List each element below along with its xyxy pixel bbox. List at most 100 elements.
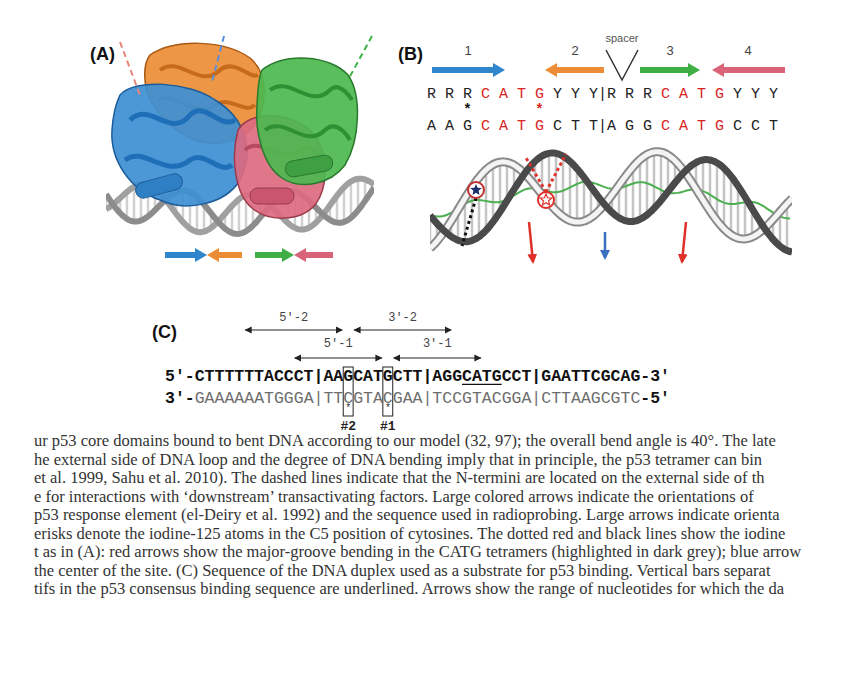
iodine-marker	[468, 182, 554, 208]
dna-helix	[430, 152, 792, 252]
base-pair	[660, 152, 663, 200]
range-arrow	[295, 357, 382, 358]
sequence-segment: R R R	[427, 86, 472, 103]
caption-line: et al. 1999, Sahu et al. 2010). The dash…	[34, 469, 765, 488]
sequence-row: A A G C A T G C T T|A G G C A T G C C T	[427, 118, 778, 135]
range-arrow	[394, 357, 481, 358]
illustration-part	[207, 248, 242, 262]
illustration-part	[540, 194, 551, 205]
illustration-part	[120, 42, 140, 95]
illustration-part	[284, 154, 334, 178]
illustration-part	[165, 248, 207, 262]
panel-letter: (A)	[90, 44, 115, 65]
caption-line: erisks denote the iodine-125 atoms in th…	[34, 525, 785, 544]
dna-strand	[430, 153, 792, 252]
base-pair	[492, 165, 495, 222]
sequence-segment: C A T G	[661, 118, 724, 135]
illustration-part	[270, 86, 352, 100]
spacer-label: spacer	[605, 32, 638, 45]
sequence-row: R R R C A T G Y Y Y|R R R C A T G Y Y Y	[427, 86, 778, 103]
illustration-part	[640, 63, 700, 77]
sequence-segment: C A T G	[481, 118, 544, 135]
caption-line: ur p53 core domains bound to bent DNA ac…	[34, 432, 776, 451]
iodine-asterisk: *	[535, 102, 543, 118]
range-label: 3'-2	[388, 312, 417, 326]
sequence-segment: Y Y Y	[733, 86, 778, 103]
illustration-part	[112, 84, 247, 206]
base-pair	[632, 167, 635, 221]
illustration-part	[294, 248, 333, 262]
strand-end: 3'-	[165, 390, 195, 409]
range-arrow	[354, 329, 451, 330]
illustration-part	[525, 156, 546, 192]
illustration-part	[545, 63, 604, 77]
illustration-part	[212, 36, 224, 82]
base-pair	[653, 152, 656, 208]
panel-letter: (C)	[152, 322, 177, 343]
base-pair	[639, 160, 642, 220]
base-pair	[555, 153, 558, 210]
base-pair	[723, 168, 726, 229]
iodine-asterisk: *	[463, 102, 471, 118]
half-site-arrow	[432, 63, 785, 77]
half-site-number: 1	[464, 44, 471, 59]
sequence-segment: C A T G	[481, 86, 544, 103]
illustration-part	[134, 172, 185, 200]
illustration-part	[265, 126, 350, 140]
base-pair	[730, 176, 733, 235]
sequence-row: 5'-CTTTTTTACCCT|AAGCATGCTT|AGGCATGCCT|GA…	[165, 368, 670, 387]
caption-line: e for interactions with ‘downstream’ tra…	[34, 488, 754, 507]
illustration-part	[529, 222, 533, 262]
illustration-part	[546, 154, 566, 192]
panel-letter: (B)	[398, 44, 423, 65]
strand-end: -5'	[640, 390, 670, 409]
iodine-distance-line	[462, 154, 566, 246]
illustration-part	[538, 192, 554, 208]
caption-line: p53 response element (el-Deiry et al. 19…	[34, 506, 780, 525]
sequence-segment: C T T|A G G	[553, 118, 652, 135]
illustration-part	[682, 222, 686, 262]
illustration-part	[250, 188, 294, 204]
base-pair	[576, 169, 579, 222]
half-site-arrow	[165, 248, 333, 262]
n-terminus-dashed-line	[120, 36, 372, 95]
base-pair	[350, 181, 353, 217]
half-site-number: 4	[744, 44, 751, 59]
caption-line: the center of the site. (C) Sequence of …	[34, 562, 770, 581]
illustration-part	[468, 182, 484, 198]
iodine-asterisk: *	[345, 403, 351, 415]
illustration-part	[125, 156, 232, 167]
base-pair	[737, 186, 740, 238]
base-pair	[238, 199, 241, 234]
protein-cartoon	[112, 43, 358, 218]
half-site-number: 2	[571, 44, 578, 59]
illustration-part	[432, 63, 505, 77]
range-label: 3'-1	[423, 338, 452, 352]
sequence-segment: A A G	[427, 118, 472, 135]
sequence-segment: C C T	[733, 118, 778, 135]
bottom-strand-sequence: GAAAAAATGGGA|TTCGTACGAA|TCCGTACGGA|CTTAA…	[195, 390, 641, 409]
illustration-part	[257, 58, 358, 184]
sequence-segment: C A T G	[661, 86, 724, 103]
caption-line: tifs in the p53 consensus binding sequen…	[34, 580, 784, 599]
illustration-part	[348, 36, 372, 80]
illustration-part	[604, 232, 607, 258]
illustration-part	[470, 184, 481, 195]
base-pair	[569, 161, 572, 220]
iodine-asterisk: *	[385, 403, 391, 415]
range-arrow	[245, 329, 342, 330]
spacer-mark	[606, 50, 638, 80]
illustration-part	[130, 111, 235, 124]
caption-line: t as in (A): red arrows show the major-g…	[34, 543, 801, 562]
illustration-part	[712, 63, 785, 77]
range-label: 5'-1	[324, 338, 353, 352]
sequence-row: 3'-GAAAAAATGGGA|TTCGTACGAA|TCCGTACGGA|CT…	[165, 390, 670, 409]
illustration-part	[160, 66, 258, 76]
base-pair	[133, 187, 136, 222]
illustration-part	[255, 248, 294, 262]
bending-arrow	[529, 222, 686, 262]
sequence-segment: Y Y Y|R R R	[553, 86, 652, 103]
caption-line: he external side of DNA loop and the deg…	[34, 451, 762, 470]
range-label: 5'-2	[279, 312, 308, 326]
